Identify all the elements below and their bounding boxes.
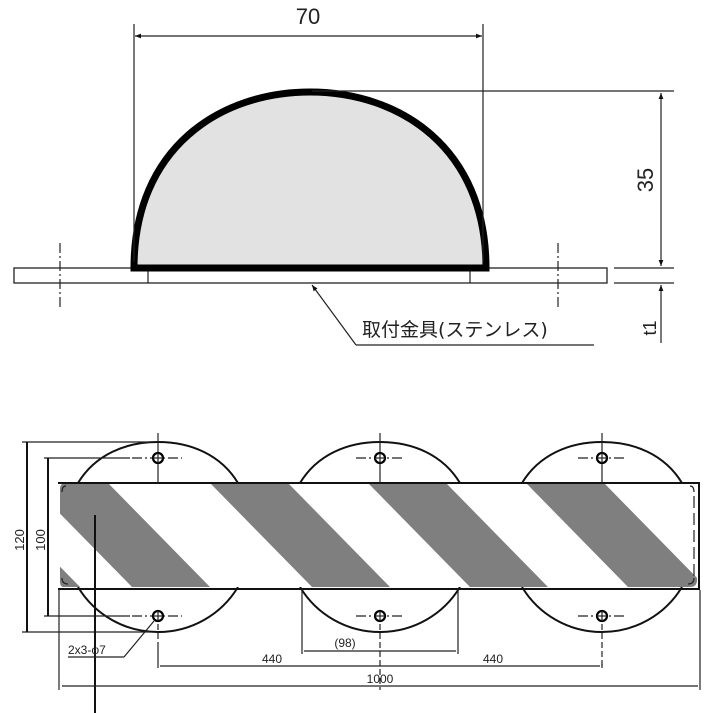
hole-top-1: [132, 433, 182, 483]
outer-height-dimension: 120: [12, 529, 27, 551]
pitch-right-dimension: 440: [483, 652, 503, 666]
dome-profile: [130, 88, 490, 272]
side-view: 70 35 t1 取付金具(ステンレス): [13, 4, 674, 346]
height-dimension: 35: [633, 168, 658, 192]
bracket-material-label[interactable]: 取付金具(ステンレス): [362, 319, 548, 341]
hole-top-3: [578, 433, 626, 483]
width-dimension: 70: [296, 4, 320, 29]
thickness-dimension: t1: [640, 320, 660, 335]
front-view: 120 100 2x3-φ7 (98) 440 440 1000: [12, 433, 701, 713]
pitch-left-dimension: 440: [262, 652, 282, 666]
hole-bottom-3: [578, 609, 626, 667]
hole-bottom-2: [356, 609, 404, 690]
bracket-width-dimension: (98): [334, 636, 355, 650]
inner-height-dimension: 100: [33, 529, 48, 551]
mounting-brackets: [77, 440, 683, 634]
hole-bottom-1: [132, 609, 182, 645]
overall-length-dimension: 1000: [367, 672, 394, 686]
hazard-stripes: [60, 483, 697, 587]
striped-panel: [60, 483, 697, 587]
hole-top-2: [356, 433, 404, 483]
hole-spec-label: 2x3-φ7: [68, 643, 106, 657]
mounting-holes: [132, 433, 626, 690]
